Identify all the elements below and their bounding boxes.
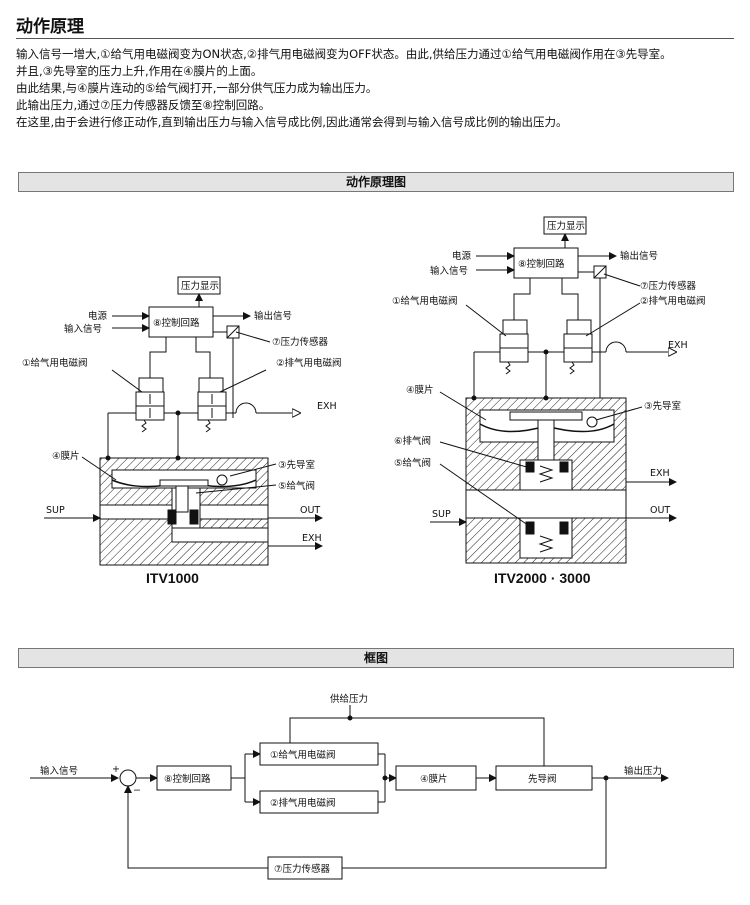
itv2000-diagram [430, 216, 677, 564]
sup-label: SUP [46, 505, 65, 516]
exhaust-valve-label: ②排气用电磁阀 [640, 295, 706, 307]
paragraph: 由此结果,与④膜片连动的⑤给气阀打开,一部分供气压力成为输出压力。 [16, 81, 378, 95]
diaphragm-label: ④膜片 [420, 773, 448, 785]
paragraph: 并且,③先导室的压力上升,作用在④膜片的上面。 [16, 64, 263, 78]
exh-label: EXH [317, 401, 337, 412]
block-diagram [30, 705, 669, 880]
supply-valve-label: ①给气用电磁阀 [392, 295, 458, 307]
supply-solenoid-icon [138, 377, 164, 393]
exhaust-solenoid-icon [566, 319, 592, 335]
plus-sign: + [112, 764, 120, 775]
exhaust-poppet-label: ⑥排气阀 [394, 435, 431, 447]
page-title: 动作原理 [16, 17, 84, 37]
paragraph: 在这里,由于会进行修正动作,直到输出压力与输入信号成比例,因此通常会得到与输入信… [16, 115, 568, 129]
exhaust-solenoid-icon [198, 377, 224, 393]
exh2-label: EXH [302, 533, 322, 544]
pressure-display-label: 压力显示 [547, 220, 585, 232]
title-divider [16, 38, 734, 39]
supply-pressure-label: 供给压力 [330, 693, 368, 705]
itv1000-labels: 压力显示 ⑧控制回路 电源 输入信号 输出信号 ⑦压力传感器 ①给气用电磁阀 ②… [22, 280, 342, 586]
supply-valve-label: ①给气用电磁阀 [22, 357, 88, 369]
summing-junction [119, 769, 137, 787]
itv2000-caption: ITV2000 · 3000 [494, 570, 591, 586]
itv1000-caption: ITV1000 [146, 570, 199, 586]
diaphragm-label: ④膜片 [406, 384, 434, 396]
control-circuit-label: ⑧控制回路 [164, 773, 211, 785]
supply-solenoid-icon [502, 319, 528, 335]
pilot-valve-block [495, 765, 593, 791]
diaphragm-label: ④膜片 [52, 450, 80, 462]
power-label: 电源 [88, 310, 108, 322]
out-label: OUT [650, 505, 670, 516]
pilot-valve-label: 先导阀 [528, 773, 557, 785]
input-signal-label: 输入信号 [40, 765, 78, 777]
pressure-sensor-label: ⑦压力传感器 [274, 863, 331, 875]
paragraph: 输入信号一增大,①给气用电磁阀变为ON状态,②排气用电磁阀变为OFF状态。由此,… [16, 47, 672, 61]
block-section-header: 框图 [18, 648, 734, 668]
exhaust-valve-label: ②排气用电磁阀 [270, 797, 336, 809]
pilot-chamber-label: ③先导室 [644, 400, 681, 412]
sup-label: SUP [432, 509, 451, 520]
itv1000-diagram [44, 276, 323, 566]
exhaust-valve-label: ②排气用电磁阀 [276, 357, 342, 369]
output-pressure-label: 输出压力 [624, 765, 662, 777]
control-circuit-box [513, 247, 579, 279]
control-circuit-box [148, 306, 214, 338]
exh2-label: EXH [650, 468, 670, 479]
output-signal-label: 输出信号 [620, 250, 658, 262]
pressure-sensor-label: ⑦压力传感器 [272, 336, 329, 348]
input-signal-label: 输入信号 [430, 265, 468, 277]
power-label: 电源 [452, 250, 472, 262]
pilot-chamber-label: ③先导室 [278, 459, 315, 471]
description: 输入信号一增大,①给气用电磁阀变为ON状态,②排气用电磁阀变为OFF状态。由此,… [16, 46, 741, 131]
diagram-section-header: 动作原理图 [18, 172, 734, 192]
exh-label: EXH [668, 340, 688, 351]
out-label: OUT [300, 505, 320, 516]
supply-poppet-label: ⑤给气阀 [278, 480, 315, 492]
control-circuit-label: ⑧控制回路 [518, 258, 565, 270]
minus-sign: − [133, 785, 141, 796]
supply-valve-label: ①给气用电磁阀 [270, 749, 336, 761]
paragraph: 此输出压力,通过⑦压力传感器反馈至⑧控制回路。 [16, 98, 271, 112]
control-circuit-label: ⑧控制回路 [153, 317, 200, 329]
pressure-display-label: 压力显示 [181, 280, 219, 292]
input-signal-label: 输入信号 [64, 323, 102, 335]
output-signal-label: 输出信号 [254, 310, 292, 322]
block-labels: 供给压力 输入信号 + − ⑧控制回路 ①给气用电磁阀 ②排气用电磁阀 ④膜片 … [40, 693, 662, 875]
supply-poppet-label: ⑤给气阀 [394, 457, 431, 469]
pressure-sensor-label: ⑦压力传感器 [640, 280, 697, 292]
itv2000-labels: 压力显示 ⑧控制回路 电源 输入信号 输出信号 ⑦压力传感器 ①给气用电磁阀 ②… [392, 220, 706, 586]
